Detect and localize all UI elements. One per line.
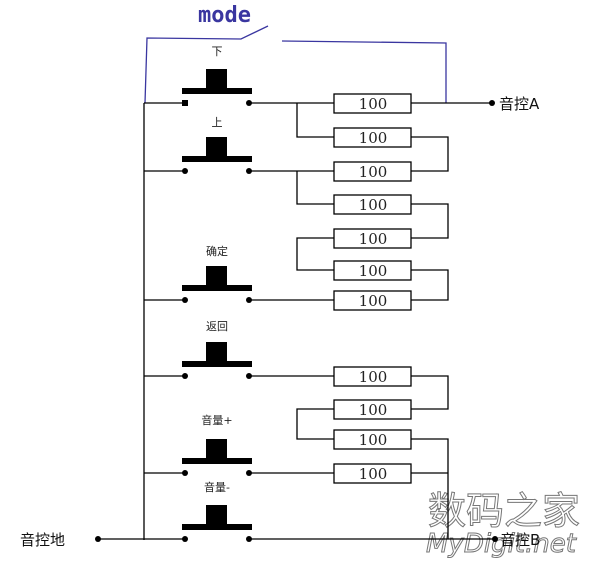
button-plunger <box>206 342 227 362</box>
resistor-network-wires <box>248 102 495 540</box>
button-label: 返回 <box>206 320 228 333</box>
resistor: 100 <box>333 93 412 114</box>
button-label: 音量- <box>204 480 230 494</box>
resistor: 100 <box>333 290 412 311</box>
wire <box>296 171 334 205</box>
resistor: 100 <box>333 194 412 215</box>
push-button-vol_down: 音量- <box>182 480 252 542</box>
push-button-confirm: 确定 <box>144 244 252 303</box>
resistor: 100 <box>333 260 412 281</box>
wire <box>411 136 449 172</box>
watermark-cn: 数码之家 <box>428 489 580 533</box>
button-label: 下 <box>212 45 223 58</box>
contact-left <box>182 373 188 379</box>
watermark: 数码之家 MyDigit.net <box>426 489 581 560</box>
button-plunger <box>206 439 227 459</box>
ground-terminal: 音控地 <box>20 531 185 549</box>
push-button-up: 上 <box>144 116 252 174</box>
terminal-a: 音控A <box>489 95 540 113</box>
resistor-value: 100 <box>359 95 388 113</box>
terminal-a-node <box>489 100 495 106</box>
watermark-en: MyDigit.net <box>426 529 577 559</box>
resistor: 100 <box>333 127 412 148</box>
wire <box>296 103 334 138</box>
mode-switch-wire <box>281 40 447 103</box>
mode-label: mode <box>198 3 251 28</box>
resistor: 100 <box>333 228 412 249</box>
resistor: 100 <box>333 429 412 450</box>
resistor-body <box>333 290 412 311</box>
push-button-down: 下 <box>144 45 252 106</box>
resistor-body <box>333 127 412 148</box>
wire <box>411 203 449 239</box>
button-plunger <box>206 69 227 89</box>
resistor-body <box>333 366 412 387</box>
wire <box>411 269 449 301</box>
contact-left <box>182 297 188 303</box>
resistor-body <box>333 399 412 420</box>
button-label: 音量+ <box>201 413 232 427</box>
ground-label: 音控地 <box>20 531 65 549</box>
resistor-body <box>333 161 412 182</box>
resistor-body <box>333 260 412 281</box>
terminal-b-label: 音控B <box>500 531 540 549</box>
button-bar <box>182 361 252 367</box>
mode-switch-lever <box>144 25 269 104</box>
resistor-body <box>333 228 412 249</box>
terminal-b: 音控B <box>492 531 540 549</box>
terminal-b-node <box>492 536 498 542</box>
resistor-value: 100 <box>359 292 388 310</box>
button-bar <box>182 458 252 464</box>
resistor-value: 100 <box>359 262 388 280</box>
resistor-value: 100 <box>359 129 388 147</box>
resistor: 100 <box>333 399 412 420</box>
resistor-value: 100 <box>359 196 388 214</box>
button-plunger <box>206 266 227 286</box>
resistor-value: 100 <box>359 431 388 449</box>
contact-left <box>182 536 188 542</box>
button-bar <box>182 88 252 94</box>
resistor: 100 <box>333 366 412 387</box>
wire <box>411 438 449 539</box>
mode-switch: mode <box>144 3 447 104</box>
resistor-value: 100 <box>359 368 388 386</box>
resistor-body <box>333 93 412 114</box>
contact-left <box>182 100 188 106</box>
resistor: 100 <box>333 161 412 182</box>
resistors: 100 100 100 100 100 100 100 100 100 100 100 <box>333 93 412 484</box>
resistor-value: 100 <box>359 465 388 483</box>
terminal-a-label: 音控A <box>499 95 540 113</box>
button-label: 上 <box>212 116 223 129</box>
button-bar <box>182 524 252 530</box>
wire <box>296 237 334 271</box>
button-plunger <box>206 137 227 157</box>
wire <box>411 375 449 410</box>
contact-left <box>182 168 188 174</box>
resistor-value: 100 <box>359 163 388 181</box>
push-button-vol_up: 音量+ <box>144 413 252 476</box>
button-plunger <box>206 505 227 525</box>
resistor-body <box>333 463 412 484</box>
button-label: 确定 <box>206 244 228 258</box>
wire <box>296 408 334 440</box>
resistor: 100 <box>333 463 412 484</box>
contact-left <box>182 470 188 476</box>
resistor-body <box>333 194 412 215</box>
resistor-value: 100 <box>359 401 388 419</box>
button-bar <box>182 156 252 162</box>
push-button-back: 返回 <box>144 320 252 379</box>
resistor-value: 100 <box>359 230 388 248</box>
button-bar <box>182 285 252 291</box>
resistor-body <box>333 429 412 450</box>
